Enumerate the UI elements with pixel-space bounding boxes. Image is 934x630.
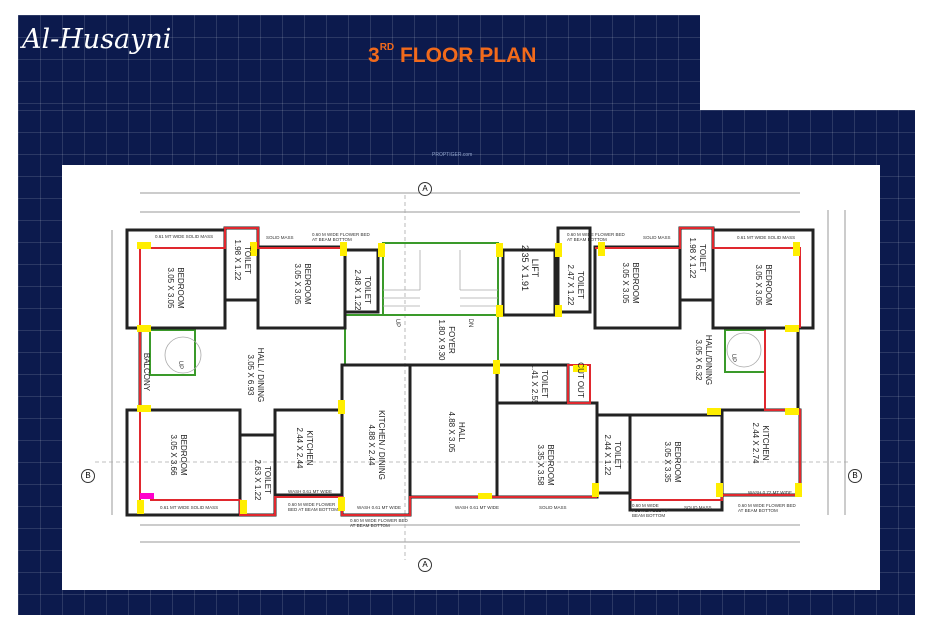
stair-down-label: DN bbox=[467, 318, 473, 328]
note-solid-mass: 0.61 MT WIDE SOLID MASS bbox=[737, 235, 796, 240]
note-solid-mass: SOLID MASS bbox=[539, 505, 567, 510]
foyer-area bbox=[344, 314, 499, 366]
note-wash: WASH 0.61 MT WIDE bbox=[455, 505, 500, 510]
spiral-up-label: UP bbox=[177, 360, 183, 370]
spiral-stair bbox=[164, 336, 202, 374]
watermark: PROPTIGER.com bbox=[432, 152, 473, 158]
logo: Al-Husayni bbox=[22, 24, 172, 55]
section-marker-a-top: A bbox=[418, 182, 432, 196]
note-solid-mass: 0.61 MT WIDE SOLID MASS bbox=[155, 234, 214, 239]
stair-up-label: UP bbox=[394, 318, 400, 328]
section-marker-b-left: B bbox=[81, 469, 95, 483]
note-solid-mass: SOLID MASS bbox=[643, 235, 671, 240]
note-wash: WASH 0.61 MT WIDE bbox=[288, 489, 333, 494]
header-background bbox=[18, 15, 700, 115]
note-solid-mass: SOLID MASS bbox=[684, 505, 712, 510]
page-title: 3RD FLOOR PLAN bbox=[368, 42, 537, 67]
room-label: CUT OUT bbox=[576, 362, 585, 398]
note-solid-mass: SOLID MASS bbox=[266, 235, 294, 240]
note-flower-bed: 0.60 M WIDE FLOWER BED AT BEAM BOTTOM bbox=[632, 503, 669, 518]
note-solid-mass: 0.61 MT WIDE SOLID MASS bbox=[160, 505, 219, 510]
room-label: BALCONY bbox=[142, 352, 151, 392]
floor-plan-sheet bbox=[62, 165, 880, 590]
note-flower-bed: 0.60 M WIDE FLOWER BED AT BEAM BOTTOM bbox=[738, 503, 796, 513]
note-wash: WASH 0.72 MT WIDE bbox=[748, 490, 793, 495]
dimension-lines bbox=[95, 192, 850, 560]
spiral-up-label: UP bbox=[730, 353, 736, 363]
columns bbox=[137, 242, 802, 514]
note-wash: WASH 0.61 MT WIDE bbox=[357, 505, 402, 510]
note-flower-bed: 0.60 M WIDE FLOWER BED AT BEAM BOTTOM bbox=[350, 518, 408, 528]
spiral-stair bbox=[726, 332, 762, 368]
marker-magenta bbox=[140, 493, 154, 499]
note-flower-bed: 0.60 M WIDE FLOWER BED AT BEAM BOTTOM bbox=[312, 232, 370, 242]
section-marker-b-right: B bbox=[848, 469, 862, 483]
stair-treads bbox=[383, 250, 498, 307]
note-flower-bed: 0.60 M WIDE FLOWER BED AT BEAM BOTTOM bbox=[567, 232, 625, 242]
note-flower-bed: 0.60 M WIDE FLOWER BED AT BEAM BOTTOM bbox=[288, 502, 339, 512]
section-marker-a-bottom: A bbox=[418, 558, 432, 572]
staircase bbox=[382, 242, 499, 316]
